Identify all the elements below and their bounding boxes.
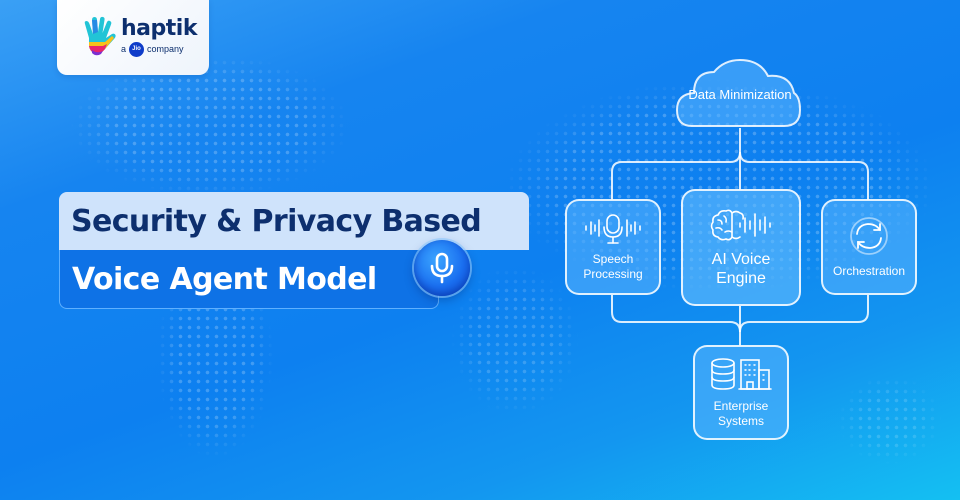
headline-text-1: Security & Privacy Based: [71, 203, 482, 239]
node-ai-voice-engine: AI Voice Engine: [681, 189, 801, 306]
refresh-cycle-icon: [850, 216, 888, 255]
haptik-hand-logo-icon: [84, 16, 116, 55]
brand-tagline: a Jio company: [121, 41, 197, 57]
node-label: Data Minimization: [688, 87, 792, 102]
node-data-minimization: Data Minimization: [680, 87, 800, 103]
node-label: Orchestration: [832, 263, 906, 278]
node-label: Speech Processing: [583, 252, 643, 281]
node-label: Enterprise Systems: [713, 398, 769, 428]
microphone-icon: [430, 252, 454, 284]
node-speech-processing: Speech Processing: [565, 199, 661, 295]
node-label: AI Voice Engine: [711, 250, 771, 287]
brand-name: haptik: [121, 15, 197, 41]
haptik-logo-card: haptik a Jio company: [57, 0, 209, 75]
node-orchestration: Orchestration: [821, 199, 917, 295]
node-enterprise-systems: Enterprise Systems: [693, 345, 789, 440]
cloud-shape: [675, 58, 802, 127]
headline-line-2: Voice Agent Model: [59, 250, 439, 309]
microphone-orb: [414, 240, 470, 296]
brain-waveform-icon: [710, 209, 771, 240]
tagline-suffix: company: [147, 44, 184, 54]
jio-logo-icon: Jio: [129, 41, 145, 57]
headline-line-1: Security & Privacy Based: [59, 192, 529, 250]
microphone-waveform-icon: [585, 214, 641, 244]
database-building-icon: [711, 357, 772, 390]
tagline-prefix: a: [121, 44, 127, 54]
headline-text-2: Voice Agent Model: [72, 261, 377, 297]
